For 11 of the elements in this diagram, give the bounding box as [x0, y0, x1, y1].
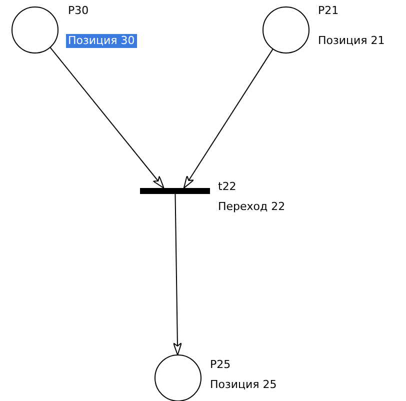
node-id-label: P30 — [67, 4, 90, 18]
arc-arrow — [183, 48, 274, 188]
node-name-label: Позиция 30 — [66, 34, 137, 48]
node-id-label: t22 — [217, 180, 238, 194]
node-id-label: P25 — [209, 358, 232, 372]
arc-arrow — [172, 194, 182, 356]
arc-arrow — [50, 46, 164, 188]
node-name-label: Переход 22 — [217, 200, 286, 214]
node-id-label: P21 — [317, 4, 340, 18]
node-name-label: Позиция 25 — [209, 378, 278, 392]
node-name-label: Позиция 21 — [317, 34, 386, 48]
